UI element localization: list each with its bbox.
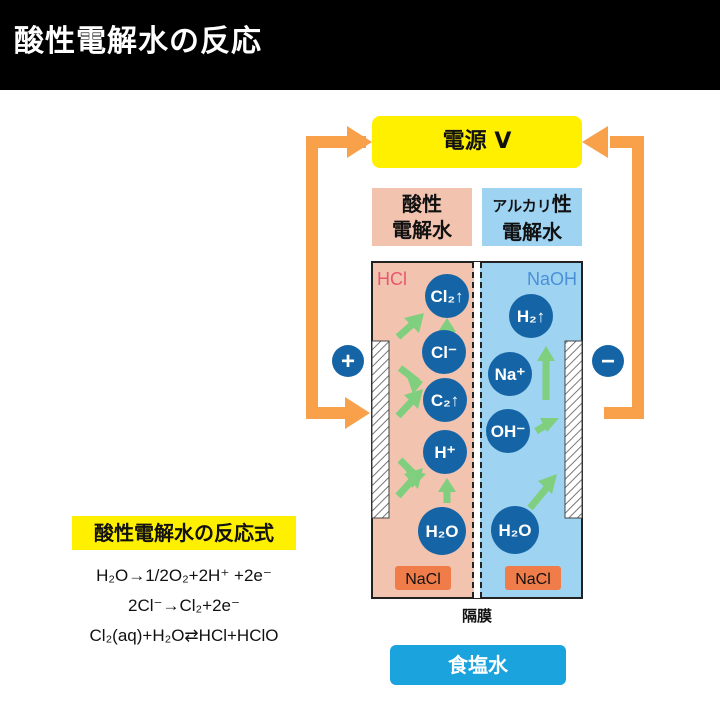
minus-sign-icon: −: [592, 345, 624, 377]
svg-text:C₂↑: C₂↑: [431, 391, 459, 410]
formula-eq3: Cl₂(aq)+H₂O⇄HCl+HClO: [89, 626, 279, 645]
acidic-water-line2: 電解水: [392, 218, 452, 242]
molecule-cl2-gas: Cl₂↑: [425, 274, 469, 318]
hcl-label: HCl: [377, 269, 407, 289]
page-title: 酸性電解水の反応: [14, 24, 262, 59]
circuit-wires: [306, 136, 644, 419]
molecule-h2o-left: H₂O: [418, 507, 466, 555]
molecule-h2o-right: H₂O: [491, 506, 539, 554]
alkaline-kana: アルカリ: [492, 197, 552, 215]
molecule-cl-ion: Cl⁻: [422, 330, 466, 374]
svg-text:Cl₂↑: Cl₂↑: [430, 287, 463, 306]
alkaline-water-label: アルカリ性 電解水: [482, 188, 582, 246]
green-arrow-icon: [537, 346, 555, 400]
anode-plate: [371, 340, 390, 519]
naoh-label: NaOH: [527, 269, 577, 289]
green-arrow-icon: [395, 313, 424, 340]
wire-left: [306, 136, 366, 419]
green-arrow-icon: [438, 478, 456, 503]
svg-text:Na⁺: Na⁺: [495, 365, 526, 384]
svg-text:−: −: [601, 348, 615, 375]
plus-sign-icon: +: [332, 345, 364, 377]
acidic-water-label: 酸性 電解水: [372, 188, 472, 246]
svg-text:+: +: [341, 348, 355, 375]
svg-text:H₂↑: H₂↑: [517, 307, 545, 326]
svg-text:OH⁻: OH⁻: [491, 422, 526, 441]
acidic-water-line1: 酸性: [402, 192, 442, 216]
molecule-c2-gas: C₂↑: [423, 378, 467, 422]
wire-arrowhead-right: [582, 126, 608, 158]
membrane-gap: [474, 262, 480, 598]
wire-arrowhead-left: [347, 126, 372, 158]
molecules: Cl₂↑ Cl⁻ C₂↑ H⁺ H₂O H₂↑ Na⁺ OH⁻ H₂O: [418, 274, 553, 555]
svg-text:NaCl: NaCl: [515, 571, 551, 588]
formula-eq1: H₂O→1/2O₂+2H⁺ +2e⁻: [96, 566, 272, 585]
green-arrow-icon: [527, 474, 557, 511]
alkaline-water-line1: アルカリ性: [482, 191, 582, 219]
green-arrow-icon: [395, 389, 423, 419]
cathode-plate: [564, 340, 583, 519]
molecule-h-ion: H⁺: [423, 430, 467, 474]
molecule-h2-gas: H₂↑: [509, 294, 553, 338]
svg-text:H₂O: H₂O: [498, 521, 531, 540]
nacl-badge-right: NaCl: [505, 566, 561, 590]
nacl-badge-left: NaCl: [395, 566, 451, 590]
wire-right: [604, 136, 644, 419]
svg-text:Cl⁻: Cl⁻: [431, 343, 457, 362]
alkaline-water-line2: 電解水: [502, 220, 562, 244]
wire-arrowhead-down: [345, 397, 370, 429]
molecule-oh-ion: OH⁻: [486, 409, 530, 453]
svg-text:NaCl: NaCl: [405, 571, 441, 588]
formula-eq2: 2Cl⁻→Cl₂+2e⁻: [128, 596, 240, 615]
membrane-label: 隔膜: [462, 607, 492, 625]
molecule-na-ion: Na⁺: [488, 352, 532, 396]
svg-text:H⁺: H⁺: [434, 443, 455, 462]
green-arrow-icon: [397, 457, 426, 488]
formula-title: 酸性電解水の反応式: [72, 516, 296, 550]
salt-water-label: 食塩水: [390, 645, 566, 685]
green-arrow-icon: [534, 418, 559, 435]
svg-text:H₂O: H₂O: [425, 522, 458, 541]
green-arrow-icon: [397, 365, 423, 394]
header-bar: 酸性電解水の反応: [0, 0, 720, 90]
alkaline-kanji: 性: [551, 192, 572, 216]
power-source-box: 電源 V: [372, 116, 582, 168]
